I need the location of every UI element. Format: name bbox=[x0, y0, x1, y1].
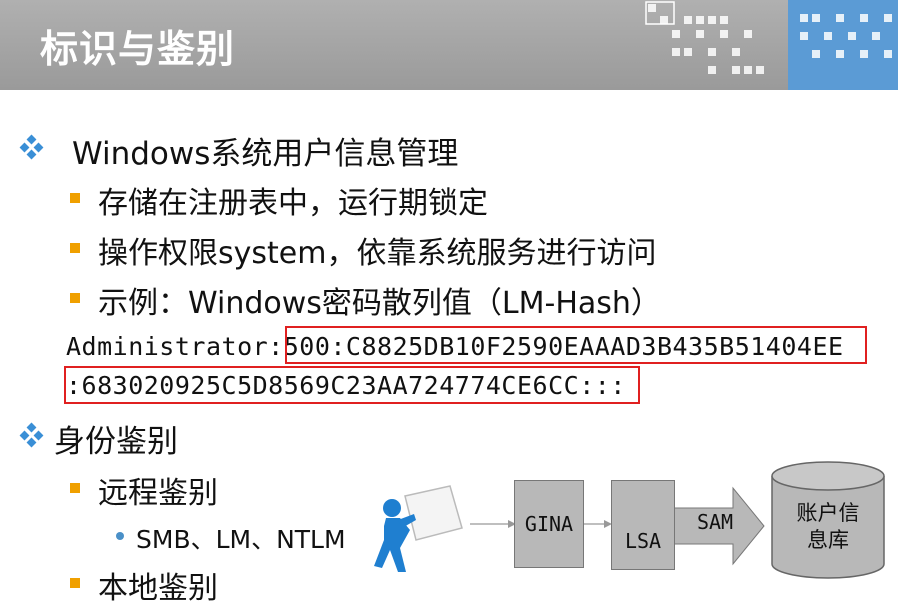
diamond-bullet-icon bbox=[19, 422, 44, 448]
database-label-line2: 息库 bbox=[807, 528, 849, 552]
slide-title: 标识与鉴别 bbox=[40, 27, 236, 71]
bullet-protocols: SMB、LM、NTLM bbox=[136, 525, 346, 554]
dot-bullet-icon bbox=[116, 532, 124, 540]
hash-line-1: Administrator:500:C8825DB10F2590EAAAD3B4… bbox=[66, 332, 844, 361]
bullet-local: 本地鉴别 bbox=[98, 571, 218, 606]
bullet-storage: 存储在注册表中，运行期锁定 bbox=[98, 186, 488, 221]
flow-arrows bbox=[470, 486, 765, 566]
database-label: 账户信 息库 bbox=[770, 500, 886, 554]
diamond-bullet-icon bbox=[19, 134, 44, 160]
square-bullet-icon bbox=[70, 483, 80, 493]
hash-part1: 500:C8825DB10F2590EAAAD3B435B51404EE bbox=[283, 332, 844, 361]
header-decoration bbox=[645, 0, 898, 90]
person-carrying-document-icon bbox=[374, 485, 463, 572]
bullet-remote: 远程鉴别 bbox=[98, 476, 218, 511]
database-label-line1: 账户信 bbox=[796, 501, 860, 525]
lsa-box: LSA bbox=[611, 480, 675, 570]
title-bar: 标识与鉴别 bbox=[0, 0, 898, 90]
bullet-windows-title: Windows系统用户信息管理 bbox=[72, 136, 459, 172]
square-bullet-icon bbox=[70, 193, 80, 203]
sam-label: SAM bbox=[696, 510, 734, 534]
hash-prefix: Administrator: bbox=[66, 332, 284, 361]
gina-box: GINA bbox=[514, 480, 584, 568]
square-bullet-icon bbox=[70, 578, 80, 588]
account-database-icon bbox=[771, 461, 885, 579]
hash-part2: :683020925C5D8569C23AA724774CE6CC::: bbox=[66, 371, 626, 400]
bullet-auth-title: 身份鉴别 bbox=[54, 424, 178, 460]
bullet-permission: 操作权限system，依靠系统服务进行访问 bbox=[98, 236, 657, 271]
square-bullet-icon bbox=[70, 243, 80, 253]
hash-highlight-box-2 bbox=[64, 366, 640, 404]
square-bullet-icon bbox=[70, 293, 80, 303]
hash-highlight-box-1 bbox=[285, 326, 867, 364]
bullet-example: 示例：Windows密码散列值（LM-Hash） bbox=[98, 286, 661, 321]
